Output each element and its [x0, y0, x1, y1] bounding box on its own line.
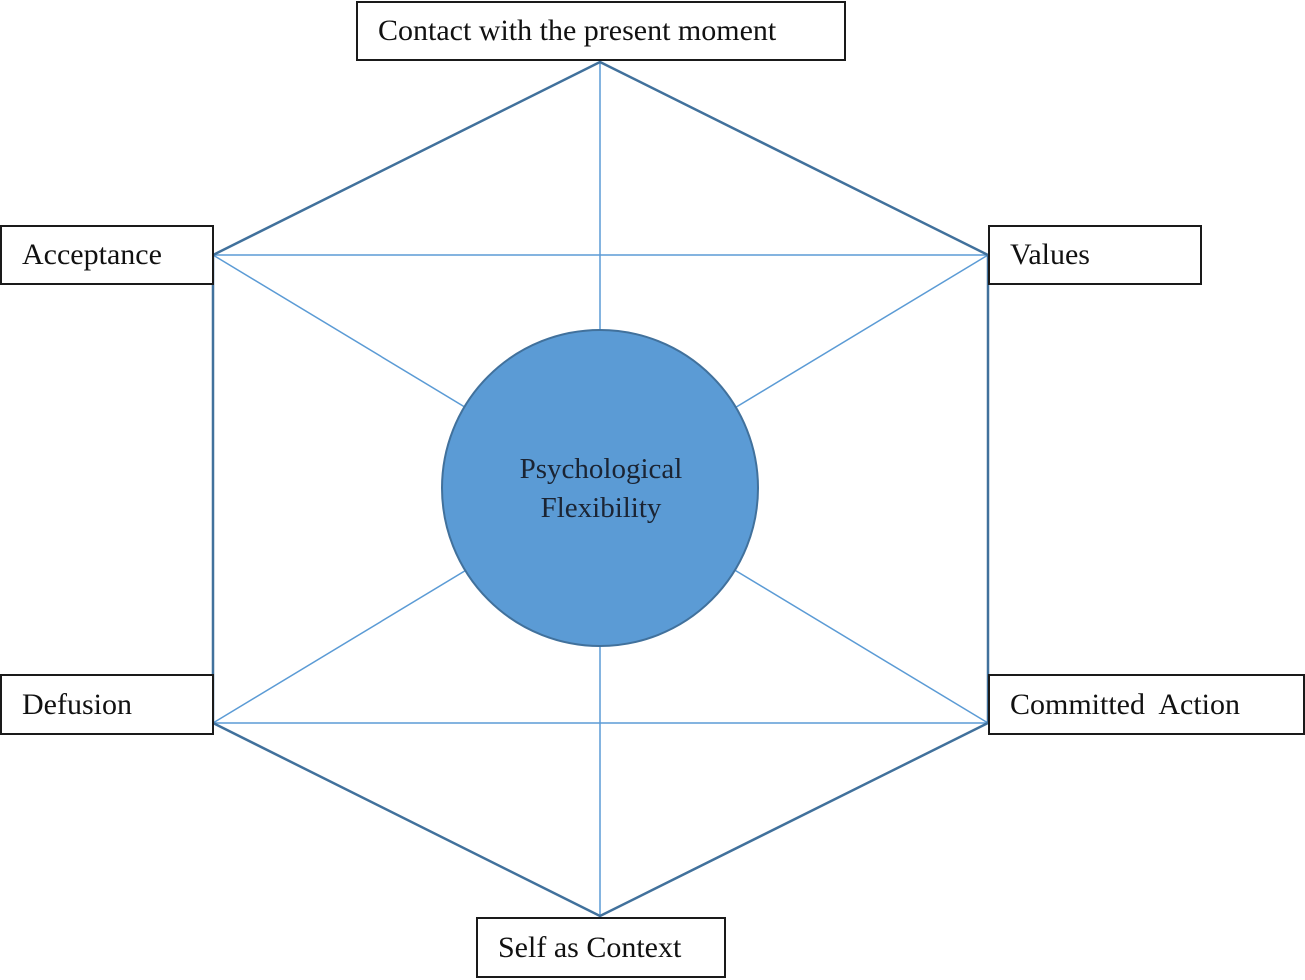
node-defusion: Defusion — [0, 674, 214, 735]
node-acceptance: Acceptance — [0, 225, 214, 285]
node-committed-action: Committed Action — [988, 674, 1305, 735]
node-label: Defusion — [22, 687, 132, 721]
node-label: Contact with the present moment — [378, 14, 777, 47]
node-label: Values — [1010, 238, 1090, 271]
node-label: Committed Action — [1010, 687, 1240, 721]
node-label: Acceptance — [22, 238, 162, 271]
center-label-line-1: Psychological — [519, 453, 683, 485]
node-contact-with-present-moment: Contact with the present moment — [356, 1, 846, 61]
node-values: Values — [988, 225, 1202, 285]
node-label: Self as Context — [498, 930, 682, 964]
center-circle — [441, 329, 759, 647]
node-self-as-context: Self as Context — [476, 917, 726, 978]
center-label: Psychological Flexibility — [442, 450, 760, 528]
center-label-line-2: Flexibility — [540, 492, 662, 524]
